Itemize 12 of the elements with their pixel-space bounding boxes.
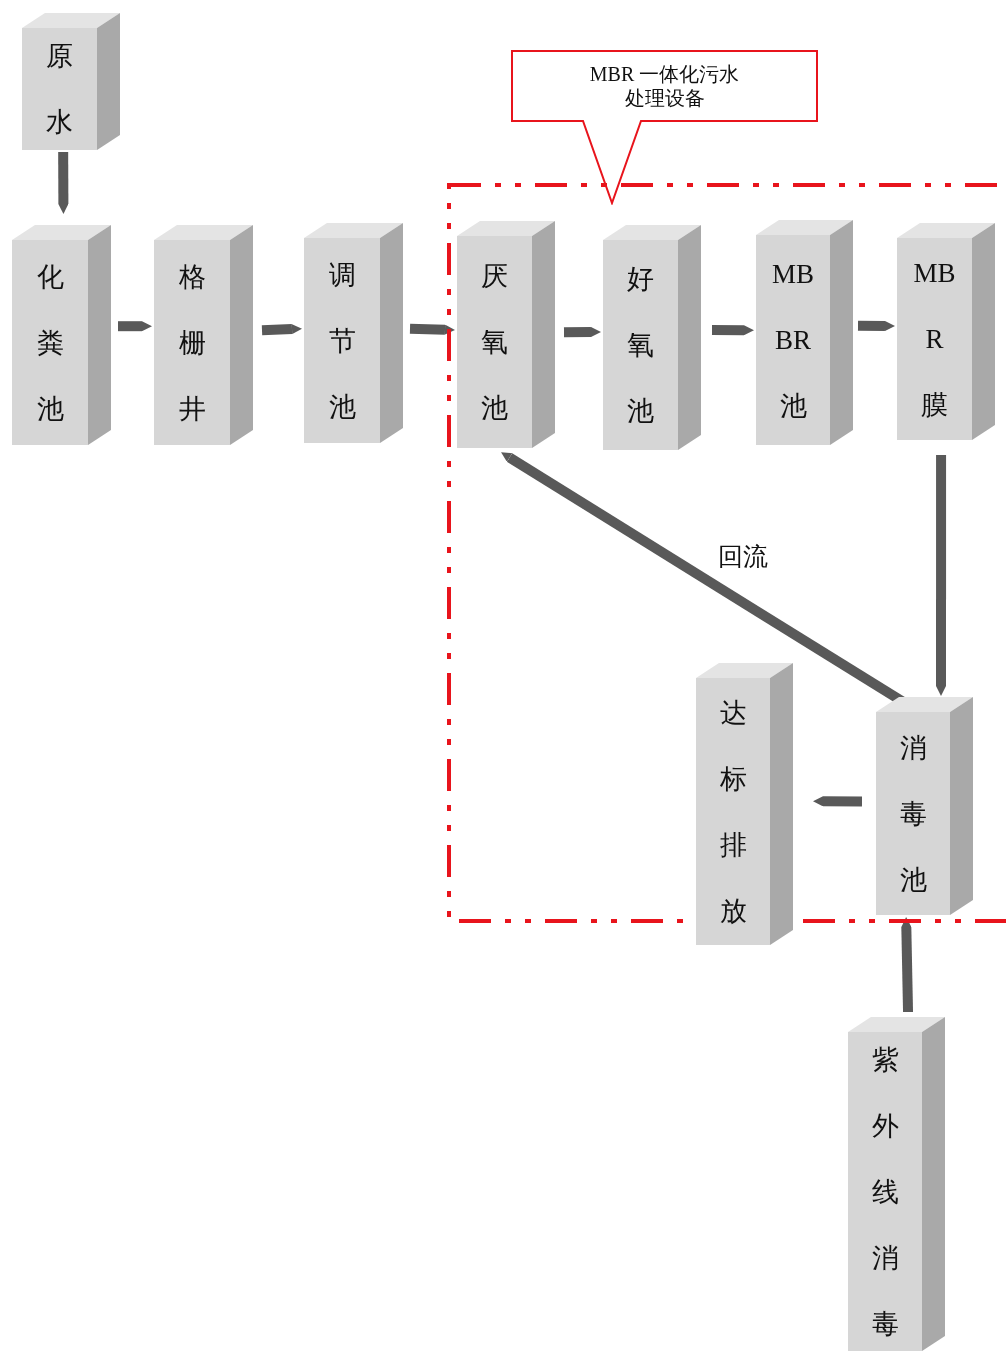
- arrow: [409, 323, 455, 335]
- dash-dot-frame: [447, 183, 1006, 923]
- arrow: [563, 326, 601, 338]
- arrow: [261, 324, 302, 336]
- arrow: [813, 796, 862, 807]
- arrow: [857, 320, 895, 331]
- arrow: [901, 917, 914, 1013]
- arrow: [118, 321, 152, 332]
- arrow: [936, 455, 947, 696]
- arrow: [58, 152, 69, 214]
- arrow: [712, 325, 754, 336]
- callout-bubble: MBR 一体化污水处理设备: [511, 50, 818, 205]
